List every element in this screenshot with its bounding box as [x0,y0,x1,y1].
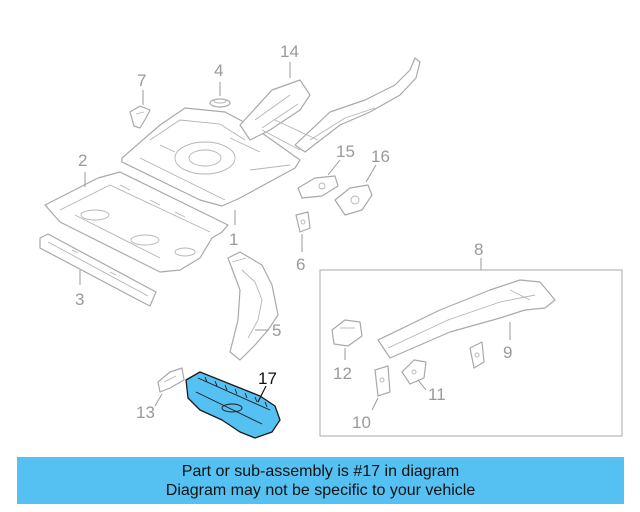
callout-15: 15 [336,142,355,161]
callout-13: 13 [136,403,155,422]
callout-9: 9 [503,343,512,362]
callout-11: 11 [428,385,446,404]
callout-1: 1 [229,230,238,249]
part-13-drawing [157,367,185,393]
callout-2: 2 [78,151,87,170]
callout-10: 10 [352,413,371,432]
part-10-drawing [374,365,391,397]
caption-line-1: Part or sub-assembly is #17 in diagram [181,462,460,480]
callout-17: 17 [258,369,277,388]
callout-3: 3 [75,290,84,309]
part-7-drawing [129,105,151,129]
callout-8: 8 [474,240,483,259]
part-17-drawing [185,371,281,439]
callout-12: 12 [333,364,352,383]
caption-line-2: Diagram may not be specific to your vehi… [165,481,476,499]
parts-diagram: 3 2 1 7 4 14 [39,42,623,439]
callout-7: 7 [137,71,146,90]
part-9-drawing [377,279,556,359]
callout-4: 4 [214,61,223,80]
part-16-drawing [334,184,373,216]
callout-16: 16 [371,147,390,166]
part-12-drawing [331,319,363,347]
part-3-drawing [39,233,157,307]
caption-banner: Part or sub-assembly is #17 in diagram D… [17,457,624,504]
part-15-drawing [297,175,339,199]
part-6-drawing [295,211,311,233]
part-11-drawing [401,359,427,385]
part-5-drawing [227,251,279,361]
part-14-drawing [239,57,421,153]
part-4-drawing [209,98,231,108]
part-2-drawing [44,171,229,273]
callout-14: 14 [280,42,299,61]
callout-6: 6 [296,255,305,274]
bracket-drawing [469,341,485,369]
callout-5: 5 [272,321,281,340]
